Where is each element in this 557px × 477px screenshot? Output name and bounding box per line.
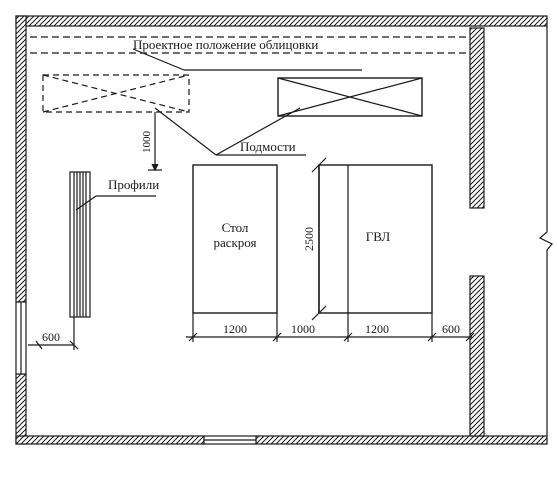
dim-profiles-gap — [28, 317, 79, 350]
left-wall-upper — [15, 15, 27, 303]
table-label-line1: Стол — [222, 220, 249, 235]
bottom-wall-right — [255, 435, 548, 445]
table-label-line2: раскроя — [213, 235, 256, 250]
bottom-wall-left — [15, 435, 205, 445]
scaffold-left — [42, 74, 190, 113]
dim-profiles-gap-value: 600 — [42, 330, 60, 344]
cutting-table — [192, 164, 278, 314]
scaffold-right — [277, 77, 423, 117]
cladding-label: Проектное положение облицовки — [133, 37, 318, 52]
dim-table-gvl-value: 1000 — [291, 322, 315, 336]
gypsum-label: ГВЛ — [366, 229, 391, 244]
dim-gvl-width-value: 1200 — [365, 322, 389, 336]
scaffold-label: Подмости — [240, 139, 296, 154]
profiles-stack — [69, 171, 91, 318]
profiles-label: Профили — [108, 177, 159, 192]
dim-scaffold-gap-value: 1000 — [141, 131, 153, 154]
dim-table-width-value: 1200 — [223, 322, 247, 336]
partition-upper — [469, 27, 485, 209]
dim-sheet-height-value: 2500 — [302, 227, 316, 251]
cladding-lines — [30, 36, 468, 54]
walls — [15, 15, 553, 445]
partition-lower — [469, 275, 485, 437]
top-wall — [15, 15, 548, 27]
dim-scaffold-gap — [148, 112, 162, 172]
break-mark — [538, 26, 553, 436]
dim-chain — [186, 313, 475, 342]
bottom-window — [203, 435, 257, 445]
dim-gvl-wall-value: 600 — [442, 322, 460, 336]
left-window — [15, 301, 27, 375]
dim-sheet-height — [311, 157, 327, 321]
leaders — [75, 48, 362, 211]
left-wall-lower — [15, 373, 27, 445]
